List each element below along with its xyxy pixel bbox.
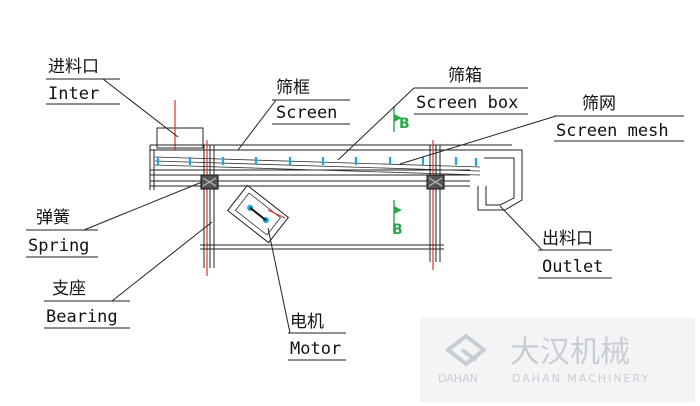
leader-lines [26,78,684,361]
watermark: 大汉机械 DAHAN DAHAN MACHINERY [420,318,695,402]
label-outlet-zh: 出料口 [542,229,593,249]
inlet-hopper [156,100,204,150]
watermark-logo [444,333,488,367]
right-spring [426,174,445,190]
watermark-bg [420,318,695,402]
label-frame-en: Screen [276,103,337,123]
label-motor-en: Motor [290,339,341,359]
label-frame-zh: 筛框 [276,78,310,98]
section-label-bottom: B [392,222,403,238]
machine: B B [149,100,523,276]
label-spring-zh: 弹簧 [36,208,70,228]
label-mesh-en: Screen mesh [556,121,669,141]
outlet-chute [470,149,523,211]
watermark-logo-text: DAHAN [438,372,478,385]
label-box-en: Screen box [416,93,518,113]
label-bearing-en: Bearing [46,307,118,327]
section-mark-bottom: B [392,200,403,238]
left-spring [200,174,219,190]
watermark-brand-zh: 大汉机械 [510,335,630,370]
base-rail [200,244,444,250]
label-box-zh: 筛箱 [448,66,482,86]
watermark-brand-en: DAHAN MACHINERY [512,372,650,385]
section-mark-top: B [393,106,410,132]
label-inlet-zh: 进料口 [48,57,99,77]
section-label-top: B [399,116,410,132]
motor [226,184,290,244]
motor-axis [267,209,286,219]
label-motor-zh: 电机 [290,312,324,332]
label-inlet-en: Inter [48,84,99,104]
label-spring-en: Spring [28,236,89,256]
labels: 进料口 Inter 筛框 Screen 筛箱 Screen box 筛网 Scr… [28,57,669,359]
left-support [203,140,215,276]
mesh-dashes [156,157,478,166]
label-mesh-zh: 筛网 [582,94,616,114]
label-bearing-zh: 支座 [52,279,86,299]
label-outlet-en: Outlet [542,257,603,277]
right-support [429,140,441,270]
